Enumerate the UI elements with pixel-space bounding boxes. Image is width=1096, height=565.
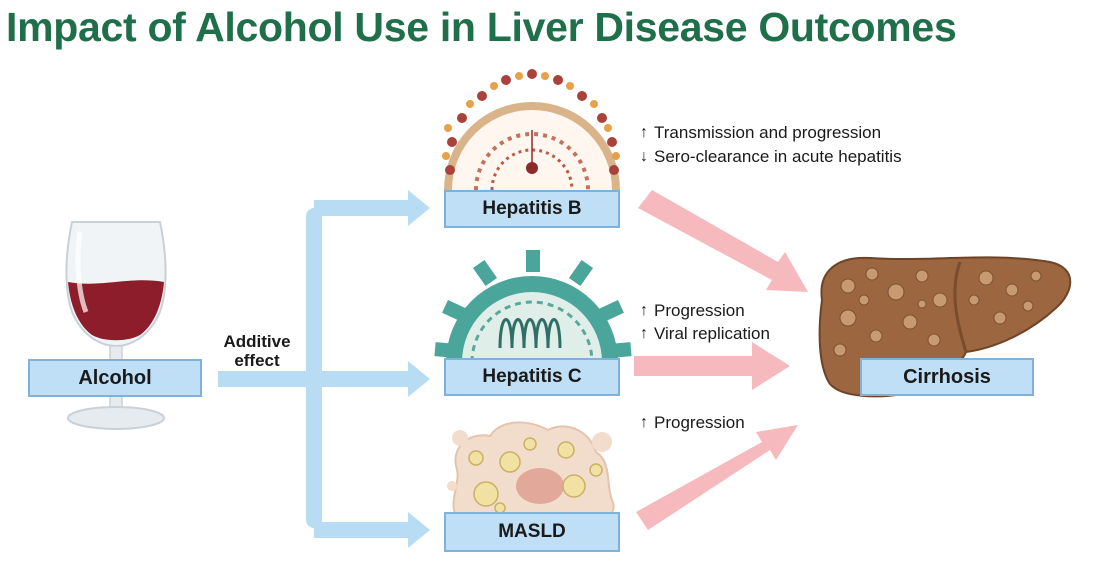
hbv-effect-2: ↓ Sero-clearance in acute hepatitis xyxy=(640,147,902,167)
fatty-liver-tissue-icon xyxy=(447,421,615,517)
hepatitis-c-box: Hepatitis C xyxy=(444,358,620,396)
wine-glass-icon xyxy=(65,221,167,430)
additive-effect-line-2: effect xyxy=(234,351,280,370)
hbv-to-cirrhosis-arrow xyxy=(638,190,808,292)
hepatitis-c-label: Hepatitis C xyxy=(482,366,582,387)
masld-effect-1: ↑ Progression xyxy=(640,413,745,433)
additive-effect-label: Additive effect xyxy=(214,332,300,370)
hcv-effect-2: ↑ Viral replication xyxy=(640,324,770,344)
additive-connector xyxy=(218,190,430,548)
down-arrow-icon: ↓ xyxy=(640,148,648,165)
up-arrow-icon: ↑ xyxy=(640,325,648,342)
hcv-effect-1: ↑ Progression xyxy=(640,301,745,321)
alcohol-label: Alcohol xyxy=(78,366,152,389)
hepatitis-b-virus-icon xyxy=(442,69,620,191)
masld-label: MASLD xyxy=(498,521,566,542)
up-arrow-icon: ↑ xyxy=(640,124,648,141)
masld-to-cirrhosis-arrow xyxy=(636,425,798,530)
additive-effect-line-1: Additive xyxy=(223,332,291,351)
cirrhosis-label: Cirrhosis xyxy=(903,365,991,388)
hepatitis-c-virus-icon xyxy=(434,250,632,363)
hcv-effect-1-text: Progression xyxy=(654,301,745,320)
outcome-arrows xyxy=(634,190,808,530)
masld-box: MASLD xyxy=(444,512,620,552)
up-arrow-icon: ↑ xyxy=(640,414,648,431)
page-title: Impact of Alcohol Use in Liver Disease O… xyxy=(6,4,957,50)
cirrhosis-box: Cirrhosis xyxy=(860,358,1034,396)
hbv-effect-1: ↑ Transmission and progression xyxy=(640,123,881,143)
hcv-effect-2-text: Viral replication xyxy=(654,324,770,343)
alcohol-box: Alcohol xyxy=(28,359,202,397)
up-arrow-icon: ↑ xyxy=(640,302,648,319)
hbv-effect-1-text: Transmission and progression xyxy=(654,123,882,142)
masld-effect-1-text: Progression xyxy=(654,413,745,432)
hcv-to-cirrhosis-arrow xyxy=(634,342,790,390)
hepatitis-b-label: Hepatitis B xyxy=(482,198,582,219)
hbv-effect-2-text: Sero-clearance in acute hepatitis xyxy=(654,147,902,166)
hepatitis-b-box: Hepatitis B xyxy=(444,190,620,228)
